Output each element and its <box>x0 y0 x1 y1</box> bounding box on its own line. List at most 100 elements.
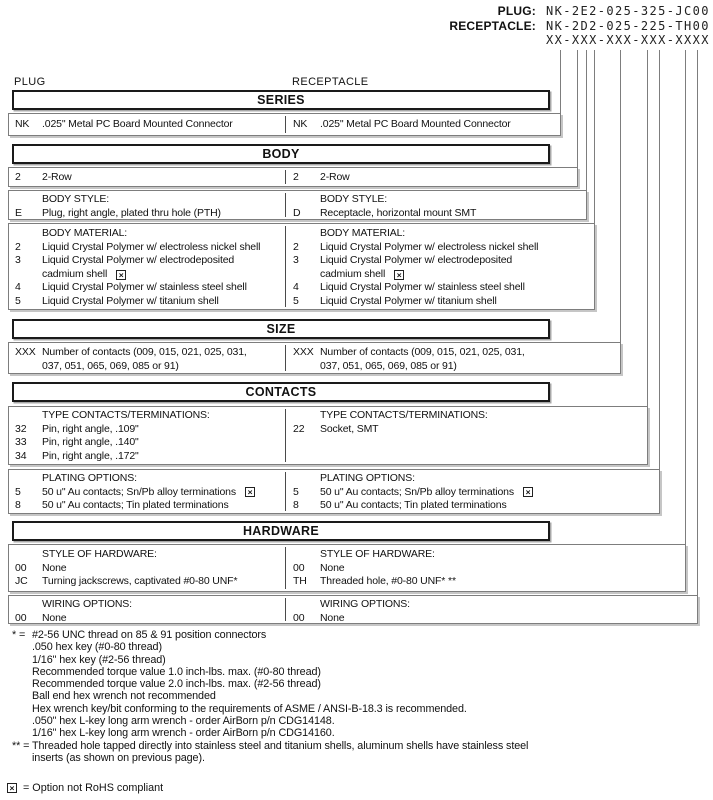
option-desc: Liquid Crystal Polymer w/ electrodeposit… <box>42 254 277 281</box>
option-code: XXX <box>15 346 36 358</box>
pn-connector-line <box>685 50 686 544</box>
group-header-row: WIRING OPTIONS: <box>293 598 558 612</box>
series-banner: SERIES <box>12 90 550 110</box>
option-code: 5 <box>15 294 21 307</box>
contacts-type-box: TYPE CONTACTS/TERMINATIONS: 32 Pin, righ… <box>8 406 648 465</box>
option-row: XXX Number of contacts (009, 015, 021, 0… <box>293 346 558 373</box>
option-row: 8 50 u" Au contacts; Tin plated terminat… <box>293 499 558 513</box>
group-header-row: BODY MATERIAL: <box>15 227 277 241</box>
group-header: STYLE OF HARDWARE: <box>42 548 157 560</box>
group-header: TYPE CONTACTS/TERMINATIONS: <box>42 409 210 421</box>
option-code: 3 <box>293 254 299 266</box>
option-desc: 50 u" Au contacts; Tin plated terminatio… <box>42 499 229 511</box>
plug-label: PLUG: <box>497 4 536 18</box>
option-row: 8 50 u" Au contacts; Tin plated terminat… <box>15 499 277 513</box>
empty-code <box>15 227 42 241</box>
option-code: JC <box>15 575 28 587</box>
option-row: 33 Pin, right angle, .140" <box>15 436 277 450</box>
size-banner-title: SIZE <box>266 322 296 336</box>
group-header: BODY STYLE: <box>320 193 388 205</box>
option-code: 00 <box>15 561 27 574</box>
option-code: D <box>293 206 301 219</box>
option-desc-line2: cadmium shell <box>42 267 108 280</box>
option-desc: Pin, right angle, .109" <box>42 422 139 435</box>
option-code: E <box>15 206 22 219</box>
option-row: 5 Liquid Crystal Polymer w/ titanium she… <box>293 295 558 309</box>
footnote-marker: ** = <box>12 739 30 752</box>
option-code: 5 <box>293 485 299 498</box>
option-desc-line1: Liquid Crystal Polymer w/ electrodeposit… <box>42 254 235 266</box>
group-header: WIRING OPTIONS: <box>320 598 410 610</box>
footnote-line: Recommended torque value 1.0 inch-lbs. m… <box>32 665 321 678</box>
option-code: 34 <box>15 449 27 462</box>
receptacle-part-number: NK-2D2-025-225-TH00 <box>546 18 710 33</box>
plug-column-label: PLUG <box>14 76 46 88</box>
footnote-line: inserts (as shown on previous page). <box>32 751 205 764</box>
rohs-legend-text: = Option not RoHS compliant <box>23 782 164 794</box>
column-divider <box>285 547 286 589</box>
option-row: 00 None <box>15 562 277 576</box>
option-desc: Pin, right angle, .172" <box>42 449 139 462</box>
group-header-row: PLATING OPTIONS: <box>15 472 277 486</box>
option-row: 2 2-Row <box>293 171 558 185</box>
empty-code <box>293 227 320 241</box>
option-code: 2 <box>15 171 21 183</box>
option-code: 2 <box>15 240 21 253</box>
option-desc: Liquid Crystal Polymer w/ stainless stee… <box>42 281 247 293</box>
option-desc: 50 u" Au contacts; Sn/Pb alloy terminati… <box>320 485 514 498</box>
option-desc-line1: Number of contacts (009, 015, 021, 025, … <box>320 346 525 358</box>
size-box: XXX Number of contacts (009, 015, 021, 0… <box>8 342 621 374</box>
footnote-line: #2-56 UNC thread on 85 & 91 position con… <box>32 629 267 641</box>
body-banner: BODY <box>12 144 550 164</box>
option-row: 2 Liquid Crystal Polymer w/ electroless … <box>293 241 558 255</box>
group-header-row: STYLE OF HARDWARE: <box>15 548 277 562</box>
option-row: NK .025" Metal PC Board Mounted Connecto… <box>15 118 277 132</box>
body-style-box: BODY STYLE: E Plug, right angle, plated … <box>8 190 587 220</box>
option-code: 33 <box>15 436 27 448</box>
group-header-row: STYLE OF HARDWARE: <box>293 548 558 562</box>
column-divider <box>285 116 286 133</box>
pn-connector-line <box>577 50 578 167</box>
contacts-banner-title: CONTACTS <box>245 385 317 399</box>
column-divider <box>285 193 286 217</box>
pn-connector-line <box>560 50 561 113</box>
option-row: 2 Liquid Crystal Polymer w/ electroless … <box>15 241 277 255</box>
group-header: PLATING OPTIONS: <box>320 472 415 484</box>
option-desc: None <box>320 561 345 574</box>
empty-code <box>15 409 42 423</box>
option-row: 22 Socket, SMT <box>293 423 558 437</box>
pn-connector-line <box>697 50 698 595</box>
part-number-mask-row: XX-XXX-XXX-XXX-XXXX <box>449 33 711 48</box>
plug-part-number-row: PLUG: NK-2E2-025-325-JC00 <box>449 4 711 19</box>
option-desc: Liquid Crystal Polymer w/ electroless ni… <box>42 240 261 253</box>
option-code: XXX <box>293 346 314 358</box>
option-row: 00 None <box>15 612 277 626</box>
option-row: D Receptacle, horizontal mount SMT <box>293 207 558 221</box>
option-desc: None <box>42 561 67 574</box>
option-code: 00 <box>293 561 305 574</box>
empty-code <box>15 193 42 207</box>
option-row: 3 Liquid Crystal Polymer w/ electrodepos… <box>15 254 277 281</box>
option-desc-line2: 037, 051, 065, 069, 085 or 91) <box>42 359 179 372</box>
series-banner-title: SERIES <box>257 93 305 107</box>
receptacle-label: RECEPTACLE: <box>449 18 536 33</box>
option-row: JC Turning jackscrews, captivated #0-80 … <box>15 575 277 589</box>
empty-code <box>293 548 320 562</box>
option-row: E Plug, right angle, plated thru hole (P… <box>15 207 277 221</box>
body-banner-title: BODY <box>262 147 300 161</box>
part-number-block: PLUG: NK-2E2-025-325-JC00 RECEPTACLE: NK… <box>449 4 711 48</box>
not-rohs-icon: × <box>522 486 533 497</box>
hardware-style-box: STYLE OF HARDWARE: 00 None JC Turning ja… <box>8 544 686 592</box>
option-desc: Number of contacts (009, 015, 021, 025, … <box>42 346 277 373</box>
group-header: BODY MATERIAL: <box>42 227 128 239</box>
option-row: 5 Liquid Crystal Polymer w/ titanium she… <box>15 295 277 309</box>
group-header: WIRING OPTIONS: <box>42 598 132 610</box>
footnote-line: Threaded hole tapped directly into stain… <box>32 739 529 752</box>
group-header: PLATING OPTIONS: <box>42 472 137 484</box>
option-row: 2 2-Row <box>15 171 277 185</box>
option-row: XXX Number of contacts (009, 015, 021, 0… <box>15 346 277 373</box>
star-footnote: * = #2-56 UNC thread on 85 & 91 position… <box>12 629 528 740</box>
not-rohs-icon: × <box>7 783 17 793</box>
option-code: 4 <box>15 281 21 293</box>
group-header-row: PLATING OPTIONS: <box>293 472 558 486</box>
